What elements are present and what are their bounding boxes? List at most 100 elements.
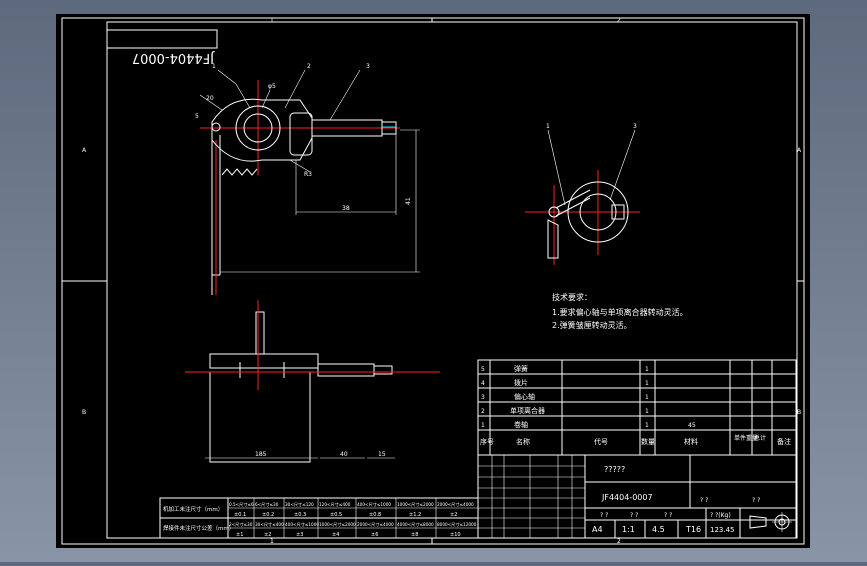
bom-row-5-name: 卷轴 — [514, 420, 528, 429]
title-block-q1: ? ? — [700, 497, 708, 504]
bom-row-3-no: 3 — [481, 394, 485, 401]
tolerance-row2-values: ±1 ±2 ±3 ±4 ±6 ±8 ±10 — [236, 532, 461, 538]
title-block-format: A4 — [592, 525, 603, 534]
tol-r1-range-2: 6<尺寸≤30 — [255, 501, 279, 508]
bom-row-3-name: 偏心轴 — [514, 392, 535, 401]
tol-r2-value-2: ±2 — [264, 532, 271, 538]
tol-r2-value-7: ±10 — [450, 532, 461, 538]
bom-table — [477, 359, 797, 456]
title-block-drawing-no: JF4404-0007 — [601, 493, 653, 502]
svg-text:5: 5 — [195, 113, 199, 120]
callout-main-2: 2 — [307, 63, 311, 70]
title-block-q3: ? ? — [600, 512, 608, 519]
bom-row-5-no: 1 — [481, 422, 485, 429]
tol-r1-range-4: 120<尺寸≤400 — [319, 501, 351, 508]
zone-bottom-1: 1 — [270, 538, 274, 545]
bom-header-note: 备注 — [777, 437, 791, 446]
tolerance-row1-ranges: 0.5<尺寸≤6 6<尺寸≤30 30<尺寸≤120 120<尺寸≤400 40… — [229, 501, 474, 508]
zone-top-1: 1 — [270, 17, 274, 24]
bom-row-5-qty: 1 — [645, 422, 649, 429]
svg-text:R3: R3 — [304, 171, 312, 178]
bom-row-4-name: 单项离合器 — [510, 406, 545, 415]
bom-row-4-qty: 1 — [645, 408, 649, 415]
tol-r2-range-6: 4000<尺寸≤8000 — [397, 521, 434, 528]
tol-r1-value-2: ±0.2 — [262, 512, 274, 518]
bom-row-2-no: 4 — [481, 380, 485, 387]
tol-r1-value-7: ±2 — [450, 512, 457, 518]
title-block-sheet-b: T16 — [685, 525, 701, 534]
tech-req-line-2: 2.弹簧皱厘转动灵活。 — [552, 320, 632, 330]
title-block — [477, 454, 797, 539]
bom-row-5-material: 45 — [688, 422, 696, 429]
tol-r1-value-5: ±0.8 — [369, 512, 381, 518]
zone-left-a: A — [82, 147, 87, 154]
bom-header-material: 材料 — [684, 437, 698, 446]
sheet-background — [56, 14, 810, 548]
tol-r1-range-3: 30<尺寸≤120 — [285, 501, 314, 508]
title-block-q2: ? ? — [752, 497, 760, 504]
tolerance-row2-ranges: 2<尺寸≤30 30<尺寸≤400 400<尺寸≤1000 1000<尺寸≤20… — [229, 521, 477, 528]
tol-r1-value-1: ±0.1 — [234, 512, 246, 518]
main-view: 41 38 20 5 φ5 R3 — [195, 69, 420, 295]
tolerance-row1-values: ±0.1 ±0.2 ±0.3 ±0.5 ±0.8 ±1.2 ±2 — [234, 512, 457, 518]
zone-bottom-2: 2 — [617, 538, 621, 545]
tol-r2-value-1: ±1 — [236, 532, 243, 538]
tech-req-line-1: 1.要求偏心轴与单项离合器转动灵活。 — [552, 307, 688, 317]
bom-header-no: 序号 — [480, 437, 494, 446]
bom-header-unit-weight: 单件重量 — [734, 434, 758, 442]
tol-r2-range-4: 1000<尺寸≤2000 — [319, 521, 356, 528]
tol-r1-value-4: ±0.5 — [330, 512, 342, 518]
tol-r2-value-4: ±4 — [332, 532, 339, 538]
zone-left-b: B — [82, 409, 86, 416]
svg-text:41: 41 — [405, 197, 412, 205]
bom-row-1-name: 弹簧 — [514, 364, 528, 373]
tol-r1-value-3: ±0.3 — [294, 512, 306, 518]
bom-row-2-qty: 1 — [645, 380, 649, 387]
tol-r2-value-6: ±8 — [411, 532, 418, 538]
svg-text:φ5: φ5 — [268, 83, 276, 90]
side-view: 185 40 15 — [185, 300, 440, 463]
zone-right-a: A — [797, 147, 802, 154]
callout-detail-3: 3 — [633, 123, 637, 130]
title-block-weight-value: 123.45 — [710, 526, 735, 534]
drawing-number-box — [106, 29, 218, 49]
callout-main-1: 1 — [212, 63, 216, 70]
tol-r2-range-3: 400<尺寸≤1000 — [285, 521, 319, 528]
tolerance-table — [159, 497, 479, 539]
title-block-scale: 1:1 — [622, 525, 635, 534]
tol-r1-value-6: ±1.2 — [409, 512, 421, 518]
tol-r2-range-2: 30<尺寸≤400 — [255, 521, 284, 528]
title-block-q5: ? ? — [664, 512, 672, 519]
svg-text:38: 38 — [342, 205, 350, 212]
tolerance-row2-label: 焊接件未注尺寸公差（mm） — [163, 524, 234, 532]
title-block-q4: ? ? — [630, 512, 638, 519]
bom-header-total-weight: 总计 — [754, 434, 766, 442]
tol-r2-range-5: 2000<尺寸≤4000 — [357, 521, 394, 528]
tol-r1-range-5: 400<尺寸≤1000 — [357, 501, 391, 508]
bom-header-name: 名称 — [516, 437, 530, 446]
svg-text:15: 15 — [378, 451, 386, 458]
bom-row-1-qty: 1 — [645, 366, 649, 373]
tolerance-row1-label: 机加工未注尺寸（mm） — [163, 505, 223, 513]
tol-r2-range-7: 8000<尺寸≤12000 — [437, 521, 477, 528]
bom-row-3-qty: 1 — [645, 394, 649, 401]
drawing-number-mirrored: JF4404-0007 — [132, 50, 215, 65]
zone-top-2: 2 — [617, 17, 621, 24]
bom-header-qty: 数量 — [641, 437, 655, 446]
title-block-sheet-a: 4.5 — [652, 525, 665, 534]
zone-right-b: B — [797, 409, 801, 416]
title-block-weight: ? ?(Kg) — [710, 512, 731, 519]
bom-header-code: 代号 — [594, 437, 608, 446]
bom-row-4-no: 2 — [481, 408, 485, 415]
callout-detail-1: 1 — [546, 123, 550, 130]
bom-row-2-name: 拨片 — [514, 378, 528, 387]
tol-r1-range-7: 2000<尺寸≤4000 — [437, 501, 474, 508]
title-block-title: ????? — [604, 465, 625, 474]
tol-r2-range-1: 2<尺寸≤30 — [229, 521, 253, 528]
callout-main-3: 3 — [366, 63, 370, 70]
tech-req-title: 技术要求： — [552, 292, 592, 302]
tol-r2-value-5: ±6 — [371, 532, 378, 538]
svg-text:185: 185 — [255, 451, 267, 458]
